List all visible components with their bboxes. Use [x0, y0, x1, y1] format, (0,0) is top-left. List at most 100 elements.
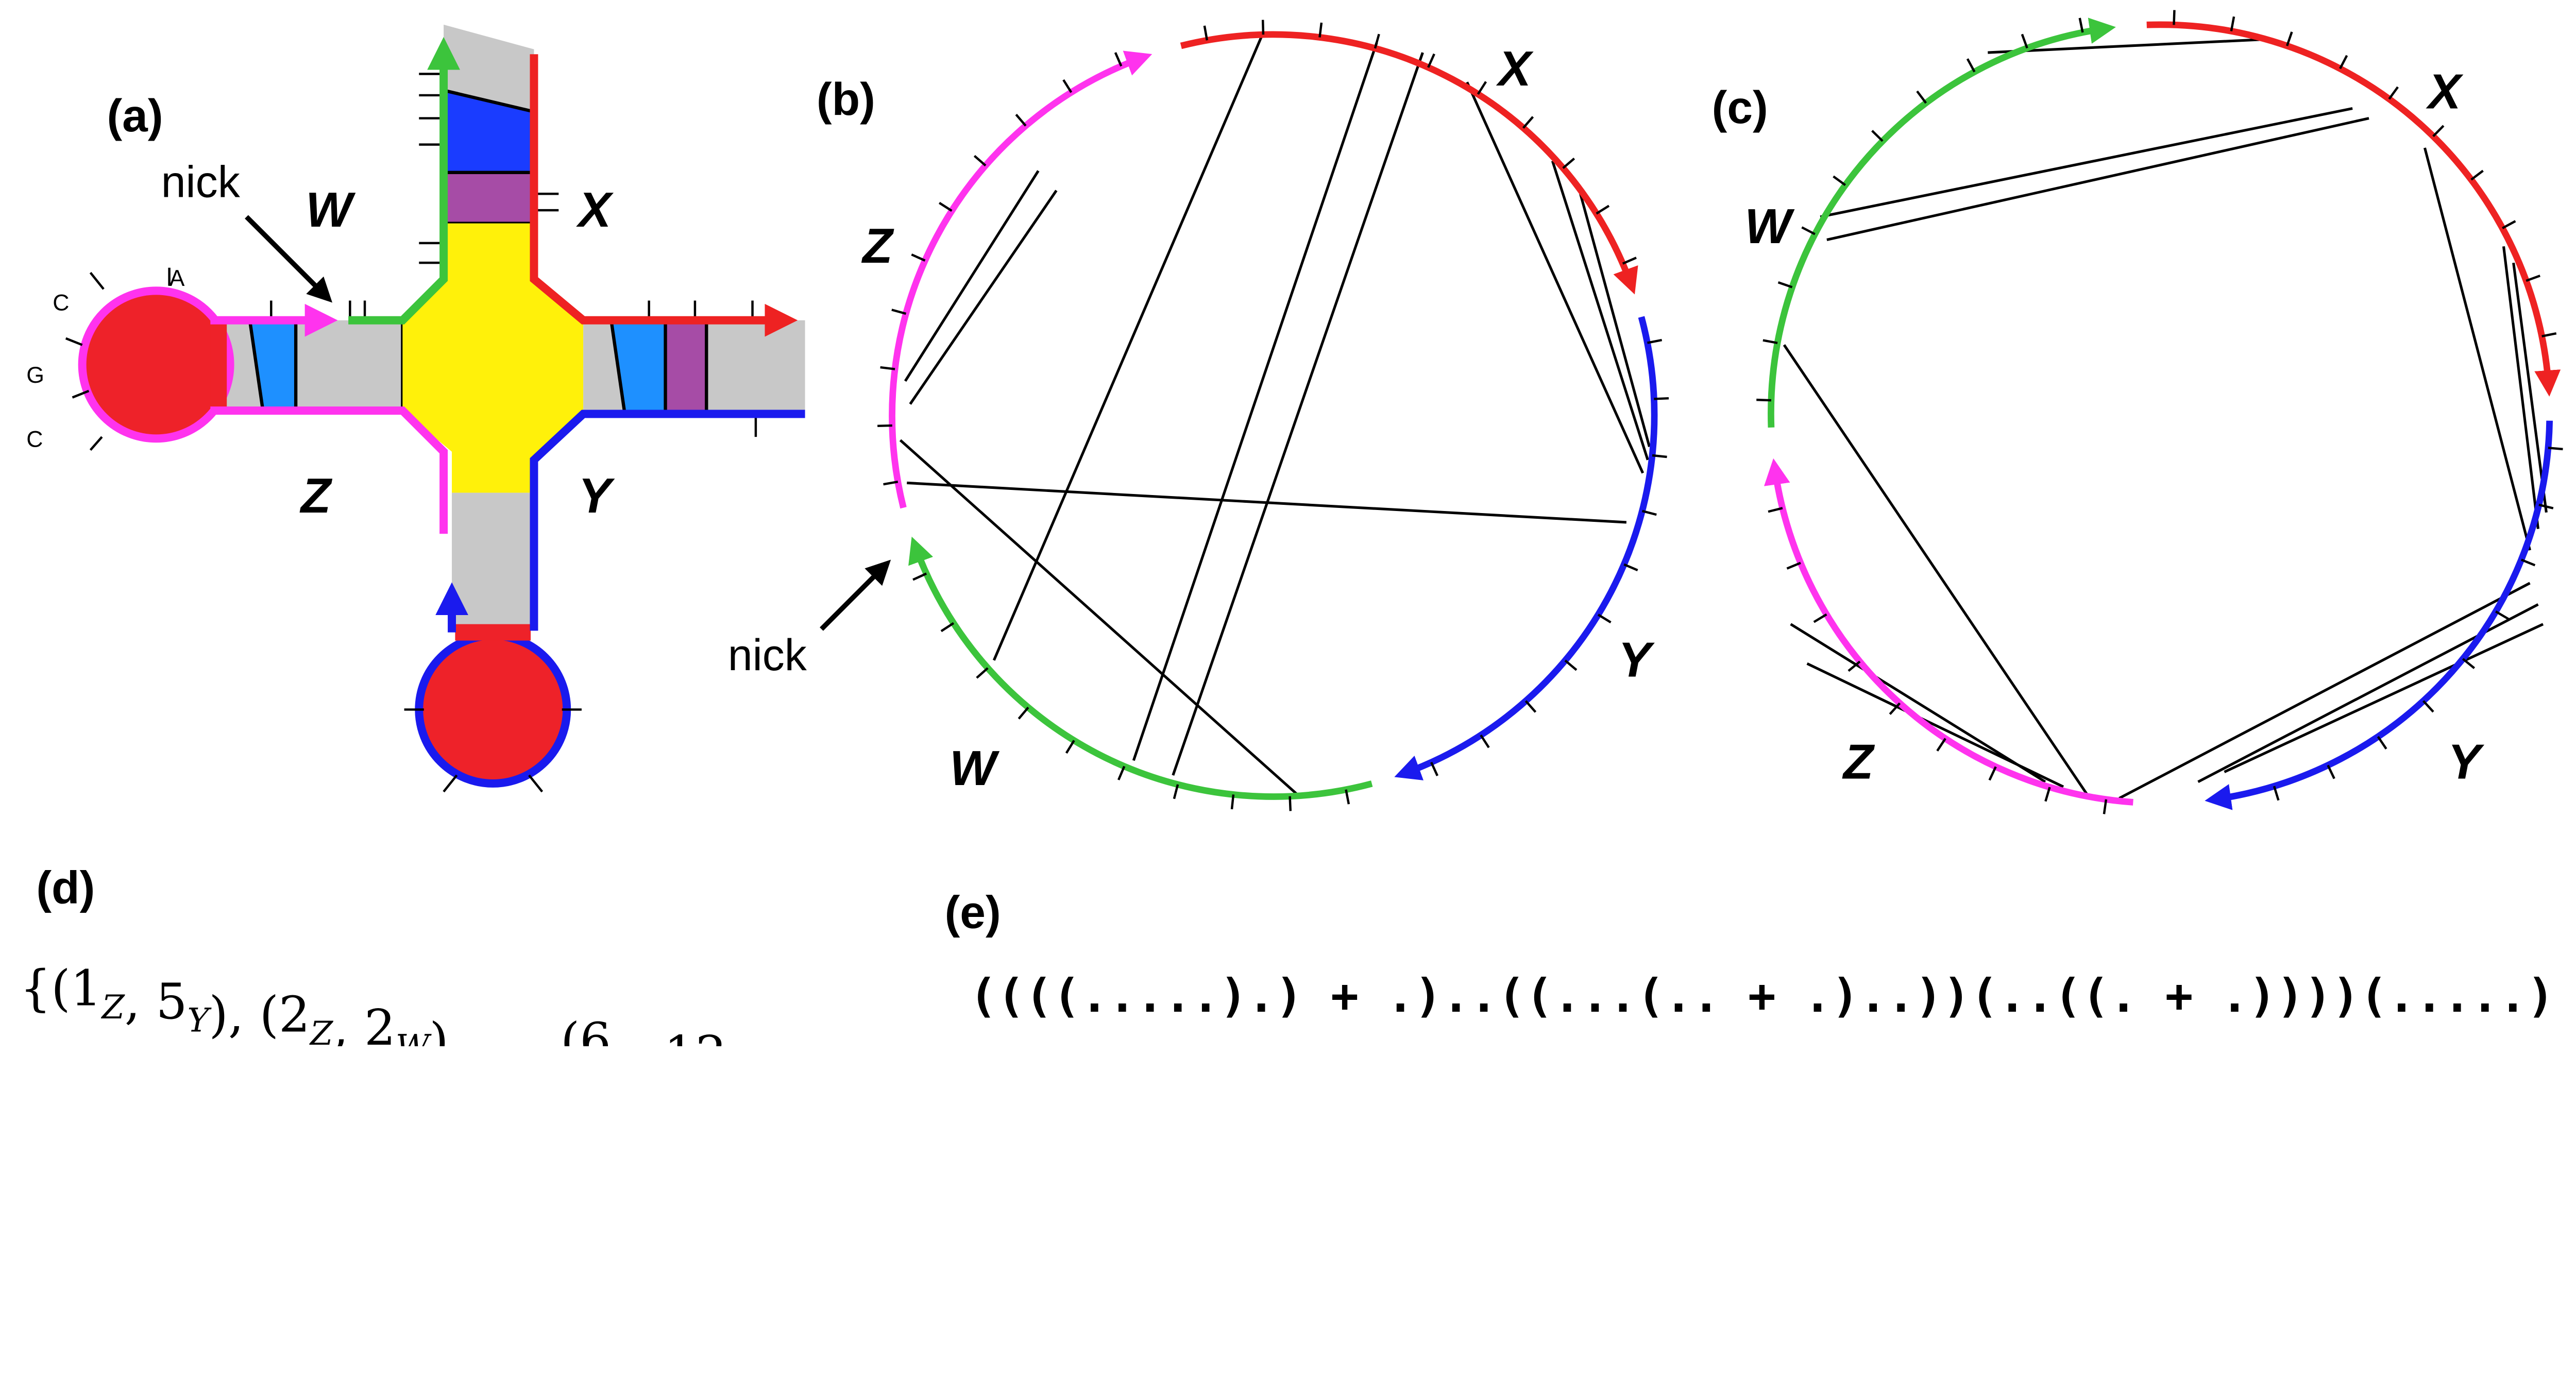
tick-mark	[2548, 447, 2563, 451]
formula-text: {	[20, 959, 51, 1017]
tick-mark	[1065, 740, 1075, 754]
panel-a-junction-diagram: (a) nick W X Z Y C A G C	[26, 24, 805, 793]
tick-mark	[1889, 702, 1901, 715]
strand-x	[530, 54, 798, 337]
formula-text: , 12	[633, 1025, 727, 1046]
tick-mark	[2502, 220, 2516, 229]
strand-w-arc	[1768, 18, 2116, 428]
tick-mark	[1230, 794, 1235, 810]
tick-mark	[2495, 610, 2510, 620]
tick-mark	[891, 309, 907, 315]
tick-mark	[2021, 33, 2028, 49]
base-pair-chord	[1988, 38, 2264, 54]
tick-mark	[1623, 563, 1638, 572]
tick-mark	[877, 424, 892, 428]
strand-y-arc	[1394, 316, 1658, 780]
base-pair-chord	[1172, 52, 1424, 776]
tick-mark	[1015, 113, 1027, 127]
formula-text: )	[429, 1012, 448, 1046]
tick-mark	[2422, 700, 2434, 713]
tick-mark	[1622, 257, 1637, 265]
panel-a-label: (a)	[107, 90, 163, 141]
tick-mark	[1564, 659, 1578, 671]
formula-text: ,	[529, 1012, 561, 1046]
tick-mark	[1641, 509, 1657, 516]
hairpin-loop-bottom	[415, 631, 571, 788]
tick-mark	[1777, 281, 1793, 288]
tick-mark	[2286, 31, 2293, 46]
tick-mark	[2230, 16, 2235, 31]
tick-mark	[2044, 787, 2051, 802]
tick-mark	[1562, 157, 1575, 169]
base-pair-chord	[1790, 623, 2046, 783]
tick-mark	[1427, 53, 1435, 68]
label-y: Y	[2448, 734, 2484, 789]
label-z: Z	[299, 468, 333, 523]
base-pair-chord	[1132, 42, 1378, 761]
tick-mark	[2339, 55, 2348, 70]
tick-mark	[1289, 796, 1292, 811]
base-pair-darkblue	[444, 90, 534, 173]
formula-text: ,	[228, 985, 260, 1043]
base-pair-chord	[1826, 117, 2369, 242]
formula-text: (1	[51, 959, 101, 1017]
formula-text: , 5	[125, 973, 188, 1030]
tick-mark	[1801, 226, 1816, 235]
tick-mark	[976, 667, 989, 679]
subscript: Z	[100, 989, 125, 1027]
tick-mark	[2078, 18, 2084, 33]
tick-mark	[1117, 765, 1126, 780]
label-x: X	[2426, 64, 2464, 119]
base-pair-chord	[2423, 147, 2531, 551]
formula-text: }	[768, 1038, 799, 1046]
base-pair-chord	[907, 481, 1626, 524]
loop-neck	[455, 624, 531, 641]
tick-mark	[89, 436, 103, 451]
tick-mark	[1597, 614, 1612, 624]
tick-mark	[443, 774, 458, 793]
strand-x-arc	[2146, 21, 2561, 397]
tick-mark	[1480, 734, 1490, 748]
label-x: X	[1496, 41, 1534, 96]
tick-mark	[89, 271, 105, 290]
tick-mark	[911, 253, 926, 262]
tick-mark	[1173, 784, 1179, 799]
panel-b-circle-diagram: (b) X Z Y W nick	[728, 20, 1669, 811]
panel-c-circle-diagram: (c) X W Z Y	[1712, 10, 2563, 814]
junction-loop	[402, 223, 584, 493]
tick-mark	[1596, 205, 1610, 215]
tick-mark	[973, 155, 987, 167]
subscript: Y	[611, 1041, 636, 1046]
tick-mark	[2526, 275, 2540, 282]
base-label: A	[170, 266, 185, 291]
nick-label: nick	[728, 631, 807, 680]
formula-text: (6	[561, 1012, 611, 1046]
tick-mark	[2377, 736, 2387, 750]
label-y: Y	[1618, 633, 1655, 688]
strand-y-arc	[2205, 420, 2553, 810]
base-pair-chord	[2119, 582, 2531, 799]
subscript: W	[396, 1028, 432, 1046]
tick-mark	[1936, 738, 1946, 752]
formula-text: )	[749, 1038, 768, 1046]
base-pair-chord	[1579, 193, 1651, 447]
tick-mark	[1430, 761, 1438, 776]
nick-arrow-icon	[245, 215, 333, 303]
tick-mark	[2520, 558, 2536, 567]
bottom-helix	[452, 492, 534, 628]
tick-marks	[65, 73, 757, 793]
label-x: X	[576, 182, 614, 237]
tick-mark	[1786, 561, 1801, 570]
base-label: C	[53, 291, 69, 316]
formula-text: (2	[260, 985, 310, 1043]
strand-y	[530, 410, 805, 631]
base-pair-purple	[665, 320, 707, 411]
panel-e-label: (e)	[945, 887, 1001, 938]
tick-mark	[1203, 25, 1209, 41]
base-pair-purple	[444, 172, 534, 225]
tick-mark	[65, 337, 83, 346]
base-pair-chord	[1806, 662, 2064, 788]
left-helix	[210, 320, 403, 411]
tick-mark	[1114, 52, 1123, 67]
tick-mark	[939, 201, 953, 212]
